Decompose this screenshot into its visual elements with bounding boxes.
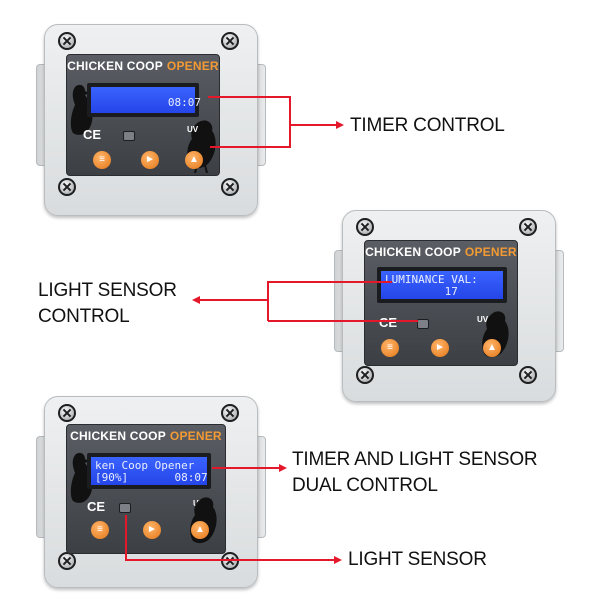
menu-button[interactable]: ≡ xyxy=(93,151,111,169)
up-button[interactable]: ▲ xyxy=(483,339,501,357)
screw-icon xyxy=(519,218,537,236)
menu-icon: ≡ xyxy=(97,524,103,535)
screw-icon xyxy=(356,218,374,236)
callout-line xyxy=(289,96,291,148)
callout-line xyxy=(268,281,392,283)
title-part1: CHICKEN COOP xyxy=(67,59,163,73)
screw-icon xyxy=(221,404,239,422)
uv-badge: UV xyxy=(187,125,199,134)
label-light-sensor: LIGHT SENSOR xyxy=(348,549,487,570)
menu-button[interactable]: ≡ xyxy=(91,521,109,539)
screw-icon xyxy=(58,404,76,422)
lcd-display: 08:07 xyxy=(87,83,201,117)
hen-silhouette-icon xyxy=(70,452,93,503)
up-icon: ▲ xyxy=(487,342,497,353)
light-sensor xyxy=(123,131,135,141)
next-button[interactable]: ► xyxy=(431,339,449,357)
callout-line xyxy=(212,467,280,469)
label-dual-control-2: DUAL CONTROL xyxy=(292,475,438,496)
callout-line xyxy=(125,515,127,560)
up-icon: ▲ xyxy=(195,524,205,535)
lcd-line-1: ken Coop Opener xyxy=(95,459,195,472)
screw-icon xyxy=(58,32,76,50)
callout-line xyxy=(125,559,335,561)
callout-line xyxy=(210,146,290,148)
screw-icon xyxy=(58,178,76,196)
play-icon: ► xyxy=(435,342,445,353)
arrow-right-icon xyxy=(279,464,287,472)
lcd-line-1: 08:07 xyxy=(95,96,201,109)
hen-silhouette-icon xyxy=(70,84,93,135)
lcd-display: LUMINANCE VAL: 17 xyxy=(377,267,507,303)
arrow-left-icon xyxy=(192,296,200,304)
title-part2: OPENER xyxy=(464,245,517,259)
up-button[interactable]: ▲ xyxy=(185,151,203,169)
label-light-sensor-control-1: LIGHT SENSOR xyxy=(38,280,177,301)
title-part1: CHICKEN COOP xyxy=(70,429,166,443)
next-button[interactable]: ► xyxy=(143,521,161,539)
title-part2: OPENER xyxy=(169,429,222,443)
play-icon: ► xyxy=(147,524,157,535)
lcd-line-1: LUMINANCE VAL: xyxy=(385,273,478,286)
label-timer-control: TIMER CONTROL xyxy=(350,115,505,136)
lcd-display: ken Coop Opener [90%] 08:07 xyxy=(87,453,211,489)
callout-line xyxy=(200,299,268,301)
screw-icon xyxy=(519,366,537,384)
light-sensor xyxy=(417,319,429,329)
menu-button[interactable]: ≡ xyxy=(381,339,399,357)
screw-icon xyxy=(356,366,374,384)
play-icon: ► xyxy=(145,154,155,165)
ce-mark: CE xyxy=(379,315,398,330)
ce-mark: CE xyxy=(83,127,102,142)
lcd-line-2: [90%] 08:07 xyxy=(95,471,208,484)
light-sensor xyxy=(119,503,131,513)
callout-line xyxy=(268,320,418,322)
label-dual-control-1: TIMER AND LIGHT SENSOR xyxy=(292,449,538,470)
uv-badge: UV xyxy=(477,315,489,324)
screw-icon xyxy=(221,32,239,50)
arrow-right-icon xyxy=(336,121,344,129)
menu-icon: ≡ xyxy=(99,154,105,165)
screw-icon xyxy=(58,552,76,570)
next-button[interactable]: ► xyxy=(141,151,159,169)
ce-mark: CE xyxy=(87,499,106,514)
screw-icon xyxy=(221,178,239,196)
up-button[interactable]: ▲ xyxy=(191,521,209,539)
callout-line xyxy=(290,124,338,126)
title-part2: OPENER xyxy=(166,59,219,73)
label-light-sensor-control-2: CONTROL xyxy=(38,306,130,327)
callout-line xyxy=(208,96,290,98)
title-part1: CHICKEN COOP xyxy=(365,245,461,259)
screw-icon xyxy=(221,552,239,570)
arrow-right-icon xyxy=(334,556,342,564)
callout-line xyxy=(267,281,269,321)
up-icon: ▲ xyxy=(189,154,199,165)
lcd-line-2: 17 xyxy=(385,285,458,298)
menu-icon: ≡ xyxy=(387,342,393,353)
